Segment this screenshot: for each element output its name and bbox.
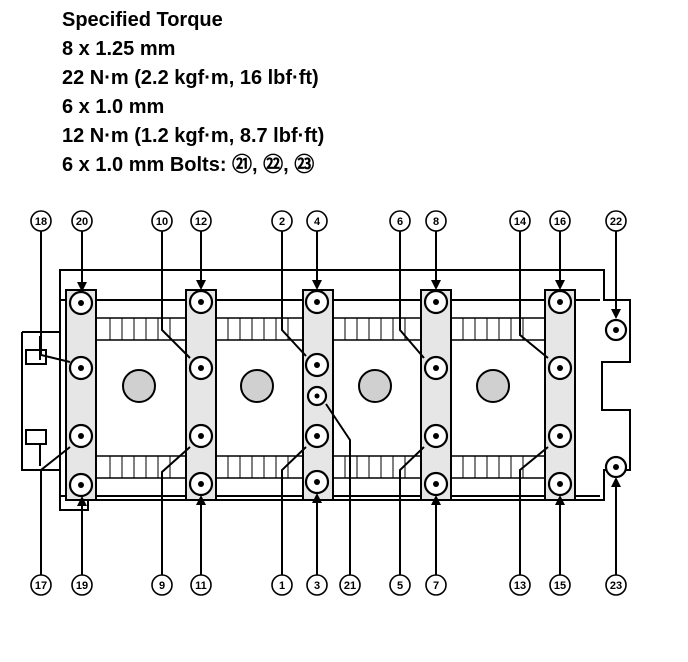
callout-15: 15 [549, 574, 571, 596]
svg-text:20: 20 [76, 216, 88, 228]
spec-title: Specified Torque [62, 9, 223, 31]
svg-text:22: 22 [610, 216, 622, 228]
svg-text:11: 11 [195, 580, 207, 592]
svg-text:6: 6 [397, 216, 403, 228]
svg-text:10: 10 [156, 216, 168, 228]
callout-12: 12 [190, 210, 212, 232]
svg-text:1: 1 [279, 580, 285, 592]
callout-3: 3 [306, 574, 328, 596]
callout-20: 20 [71, 210, 93, 232]
svg-text:15: 15 [554, 580, 566, 592]
svg-text:16: 16 [554, 216, 566, 228]
spec-line-large-bolt-torque: 22 N·m (2.2 kgf·m, 16 lbf·ft) [62, 67, 319, 89]
callout-22: 22 [605, 210, 627, 232]
head-holes [122, 369, 510, 403]
svg-text:3: 3 [314, 580, 320, 592]
svg-text:21: 21 [344, 580, 356, 592]
svg-text:9: 9 [159, 580, 165, 592]
svg-text:12: 12 [195, 216, 207, 228]
svg-text:2: 2 [279, 216, 285, 228]
callout-8: 8 [425, 210, 447, 232]
leader-lines [40, 231, 617, 575]
callout-10: 10 [151, 210, 173, 232]
svg-text:7: 7 [433, 580, 439, 592]
callout-7: 7 [425, 574, 447, 596]
callout-2: 2 [271, 210, 293, 232]
svg-text:23: 23 [610, 580, 622, 592]
callouts-bottom: 17 19 9 11 1 3 21 5 7 13 15 23 [30, 574, 627, 596]
callouts-top: 18 20 10 12 2 4 6 8 14 16 22 [30, 210, 627, 232]
svg-text:13: 13 [514, 580, 526, 592]
svg-text:14: 14 [514, 216, 527, 228]
spec-line-small-bolt-torque: 12 N·m (1.2 kgf·m, 8.7 lbf·ft) [62, 125, 325, 147]
svg-text:17: 17 [35, 580, 47, 592]
svg-text:5: 5 [397, 580, 403, 592]
callout-4: 4 [306, 210, 328, 232]
svg-text:19: 19 [76, 580, 88, 592]
torque-specification: Specified Torque 8 x 1.25 mm 22 N·m (2.2… [62, 6, 324, 180]
spec-line-large-bolt-size: 8 x 1.25 mm [62, 38, 176, 60]
callout-9: 9 [151, 574, 173, 596]
callout-23: 23 [605, 574, 627, 596]
bolt-centers [78, 299, 619, 488]
arrow-heads [77, 280, 621, 506]
callout-13: 13 [509, 574, 531, 596]
callout-16: 16 [549, 210, 571, 232]
callout-14: 14 [509, 210, 531, 232]
callout-19: 19 [71, 574, 93, 596]
callout-18: 18 [30, 210, 52, 232]
svg-text:18: 18 [35, 216, 47, 228]
callout-21: 21 [339, 574, 361, 596]
spec-line-small-bolt-size: 6 x 1.0 mm [62, 96, 165, 118]
spec-line-small-bolts-list: 6 x 1.0 mm Bolts: ㉑, ㉒, ㉓ [62, 154, 315, 176]
svg-text:8: 8 [433, 216, 439, 228]
callout-1: 1 [271, 574, 293, 596]
callout-6: 6 [389, 210, 411, 232]
callout-17: 17 [30, 574, 52, 596]
svg-text:4: 4 [314, 216, 321, 228]
callout-5: 5 [389, 574, 411, 596]
callout-11: 11 [190, 574, 212, 596]
